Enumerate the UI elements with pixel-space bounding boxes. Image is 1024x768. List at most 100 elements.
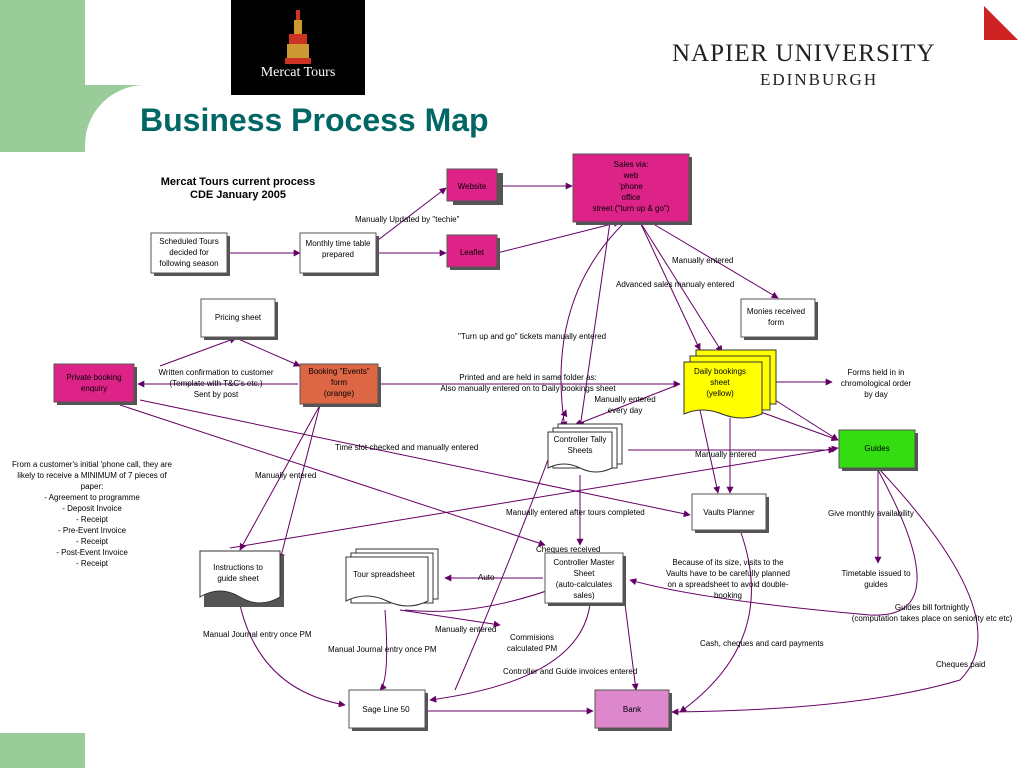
node-sales-line4: office bbox=[622, 193, 642, 202]
corner-triangle-icon bbox=[976, 0, 1024, 48]
node-controller-tally: Controller Tally Sheets bbox=[547, 423, 623, 473]
node-sales-line2: web bbox=[623, 171, 639, 180]
node-daily-line2: sheet bbox=[710, 378, 730, 387]
diagram-heading-line1: Mercat Tours current process bbox=[161, 176, 315, 188]
label-guides-bill-1: Guides bill fortnightly bbox=[895, 603, 969, 612]
node-monthly-timetable: Monthly time table prepared bbox=[299, 232, 379, 276]
node-guides-label: Guides bbox=[864, 444, 889, 453]
page-title: Business Process Map bbox=[140, 102, 489, 138]
node-pricing-label: Pricing sheet bbox=[215, 313, 262, 322]
node-tally-line1: Controller Tally bbox=[554, 435, 607, 444]
label-turn-up-go: "Turn up and go" tickets manually entere… bbox=[458, 332, 606, 341]
node-bank-label: Bank bbox=[623, 705, 642, 714]
label-cash-cheques: Cash, cheques and card payments bbox=[700, 639, 824, 648]
label-forms-held-1: Forms held in in bbox=[848, 368, 905, 377]
node-scheduled-tours: Scheduled Tours decided for following se… bbox=[150, 232, 230, 276]
node-monthly-line1: Monthly time table bbox=[306, 239, 371, 248]
node-scheduled-line3: following season bbox=[159, 259, 218, 268]
label-timetable-issued-2: guides bbox=[864, 580, 888, 589]
node-vaults-planner: Vaults Planner bbox=[691, 493, 769, 533]
node-monies-received: Monies received form bbox=[740, 298, 818, 340]
node-sales-line3: 'phone bbox=[619, 182, 643, 191]
label-printed-held-1: Printed and are held in same folder as: bbox=[459, 373, 596, 382]
green-band-top bbox=[0, 0, 85, 152]
mercat-tours-logo: Mercat Tours bbox=[231, 0, 365, 95]
label-manually-entered-top: Manually entered bbox=[672, 256, 733, 265]
label-vaults-note-4: booking bbox=[714, 591, 742, 600]
label-manually-entered-low: Manually entered bbox=[435, 625, 496, 634]
node-daily-bookings: Daily bookings sheet (yellow) bbox=[683, 349, 777, 419]
node-website: Website bbox=[446, 168, 503, 205]
node-daily-line3: (yellow) bbox=[706, 389, 734, 398]
node-sage-label: Sage Line 50 bbox=[362, 705, 410, 714]
diagram-heading-line2: CDE January 2005 bbox=[190, 189, 286, 201]
node-booking-line3: (orange) bbox=[324, 389, 355, 398]
castle-icon bbox=[285, 10, 311, 64]
node-scheduled-line2: decided for bbox=[169, 248, 209, 257]
label-written-conf-1: Written confirmation to customer bbox=[158, 368, 273, 377]
label-written-conf-3: Sent by post bbox=[194, 390, 239, 399]
label-manual-journal-1: Manual Journal entry once PM bbox=[203, 630, 312, 639]
label-auto: Auto bbox=[478, 573, 495, 582]
label-manually-entered-mid: Manually entered bbox=[695, 450, 756, 459]
label-customer-call-5: - Deposit Invoice bbox=[62, 504, 122, 513]
node-monies-line2: form bbox=[768, 318, 784, 327]
label-cheques-paid: Cheques paid bbox=[936, 660, 985, 669]
node-website-label: Website bbox=[458, 182, 487, 191]
node-bank: Bank bbox=[594, 689, 672, 731]
node-booking-events-form: Booking "Events" form (orange) bbox=[299, 363, 381, 407]
logo-text: Mercat Tours bbox=[260, 65, 336, 80]
node-leaflet: Leaflet bbox=[446, 234, 500, 270]
node-instructions-line2: guide sheet bbox=[217, 574, 259, 583]
node-booking-line1: Booking "Events" bbox=[308, 367, 369, 376]
node-pricing-sheet: Pricing sheet bbox=[200, 298, 278, 340]
label-customer-call-8: - Receipt bbox=[76, 537, 109, 546]
node-master-line1: Controller Master bbox=[553, 558, 615, 567]
label-timetable-issued-1: Timetable issued to bbox=[841, 569, 911, 578]
node-sales-line1: Sales via: bbox=[614, 160, 649, 169]
label-printed-held-2: Also manually entered on to Daily bookin… bbox=[440, 384, 616, 393]
label-commisions-1: Commisions bbox=[510, 633, 554, 642]
label-cheques-received: Cheques received bbox=[536, 545, 600, 554]
node-sales: Sales via: web 'phone office street ("tu… bbox=[572, 153, 692, 225]
node-sales-line5: street ("turn up & go") bbox=[593, 204, 670, 213]
node-vaults-label: Vaults Planner bbox=[703, 508, 755, 517]
university-name: NAPIER UNIVERSITY bbox=[672, 40, 936, 67]
label-vaults-note-1: Because of its size, visits to the bbox=[672, 558, 784, 567]
label-time-slot: Time slot checked and manually entered bbox=[335, 443, 478, 452]
node-sage-line-50: Sage Line 50 bbox=[348, 689, 428, 731]
node-master-line3: (auto-calculates bbox=[556, 580, 612, 589]
node-tour-spreadsheet: Tour spreadsheet bbox=[345, 548, 439, 607]
node-private-booking: Private booking enquiry bbox=[53, 363, 137, 405]
label-forms-held-2: chromological order bbox=[841, 379, 912, 388]
label-after-tours: Manually entered after tours completed bbox=[506, 508, 645, 517]
label-every-day-2: every day bbox=[608, 406, 643, 415]
node-tally-line2: Sheets bbox=[568, 446, 593, 455]
white-content-area-curve bbox=[85, 85, 985, 152]
node-monthly-line2: prepared bbox=[322, 250, 354, 259]
node-leaflet-label: Leaflet bbox=[460, 248, 485, 257]
node-monies-line1: Monies received bbox=[747, 307, 805, 316]
label-customer-call-7: - Pre-Event Invoice bbox=[58, 526, 127, 535]
node-tour-label: Tour spreadsheet bbox=[353, 570, 416, 579]
label-guides-bill-2: (computation takes place on seniority et… bbox=[852, 614, 1013, 623]
node-master-line2: Sheet bbox=[574, 569, 596, 578]
label-customer-call-6: - Receipt bbox=[76, 515, 109, 524]
label-manually-entered-left: Manually entered bbox=[255, 471, 316, 480]
label-vaults-note-2: Vaults have to be carefully planned bbox=[666, 569, 790, 578]
node-instructions-guide: Instructions to guide sheet bbox=[199, 550, 284, 607]
green-band-bottom bbox=[0, 733, 85, 768]
label-customer-call-2: likely to receive a MINIMUM of 7 pieces … bbox=[17, 471, 167, 480]
node-daily-line1: Daily bookings bbox=[694, 367, 746, 376]
node-instructions-line1: Instructions to bbox=[213, 563, 263, 572]
label-commisions-2: calculated PM bbox=[507, 644, 558, 653]
label-controller-guide: Controller and Guide invoices entered bbox=[503, 667, 637, 676]
label-vaults-note-3: on a spreadsheet to avoid double- bbox=[668, 580, 789, 589]
label-manual-journal-2: Manual Journal entry once PM bbox=[328, 645, 437, 654]
node-private-line2: enquiry bbox=[81, 384, 107, 393]
label-give-monthly: Give monthly availability bbox=[828, 509, 914, 518]
label-customer-call-10: - Receipt bbox=[76, 559, 109, 568]
label-every-day-1: Manually entered bbox=[594, 395, 655, 404]
label-written-conf-2: (Template with T&C's etc.) bbox=[170, 379, 263, 388]
